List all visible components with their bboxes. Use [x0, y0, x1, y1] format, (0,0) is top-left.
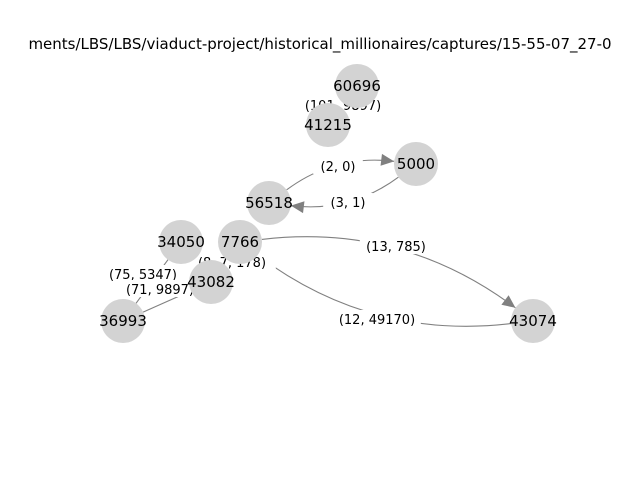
graph-node: 43074 [509, 299, 557, 343]
edge-label: (12, 49170) [339, 313, 415, 328]
edge-arrowhead [290, 201, 305, 214]
node-circle [189, 260, 233, 304]
edge-label: (75, 5347) [109, 268, 177, 283]
node-circle [159, 220, 203, 264]
graph-node: 5000 [394, 142, 438, 186]
node-circle [511, 299, 555, 343]
node-label: 56518 [245, 194, 293, 212]
edge-label-background [359, 237, 433, 254]
node-circle [335, 64, 379, 108]
node-layer: 60696 41215 5000 56518 34050 7766 43082 36993 43… [99, 64, 557, 343]
edge-label-background [120, 280, 200, 297]
graph-node: 7766 [218, 220, 262, 264]
graph-node: 43082 [187, 260, 235, 304]
edge-arrowhead [380, 153, 395, 166]
graph-node: 56518 [245, 181, 293, 225]
node-circle [101, 299, 145, 343]
node-label: 36993 [99, 312, 147, 330]
node-circle [247, 181, 291, 225]
node-label: 43082 [187, 273, 235, 291]
graph-node: 34050 [157, 220, 205, 264]
graph-title: ments/LBS/LBS/viaduct-project/historical… [28, 35, 611, 54]
node-label: 41215 [304, 116, 352, 134]
graph-node: 41215 [304, 103, 352, 147]
node-label: 5000 [397, 155, 435, 173]
edge-label: (13, 785) [366, 240, 426, 255]
edge-arrowhead [501, 295, 516, 308]
edge-label-background [333, 310, 421, 327]
node-circle [394, 142, 438, 186]
edge-label-background [323, 193, 373, 210]
edge-label: (3, 1) [331, 196, 366, 211]
node-label: 34050 [157, 233, 205, 251]
node-label: 60696 [333, 77, 381, 95]
node-label: 7766 [221, 233, 259, 251]
graph-node: 60696 [333, 64, 381, 108]
edge-label-background [103, 265, 183, 282]
edge-label: (2, 0) [321, 160, 356, 175]
edge-label-background [313, 157, 363, 174]
edge-label: (71, 9897) [126, 283, 194, 298]
graph-node: 36993 [99, 299, 147, 343]
node-circle [218, 220, 262, 264]
node-label: 43074 [509, 312, 557, 330]
node-circle [306, 103, 350, 147]
